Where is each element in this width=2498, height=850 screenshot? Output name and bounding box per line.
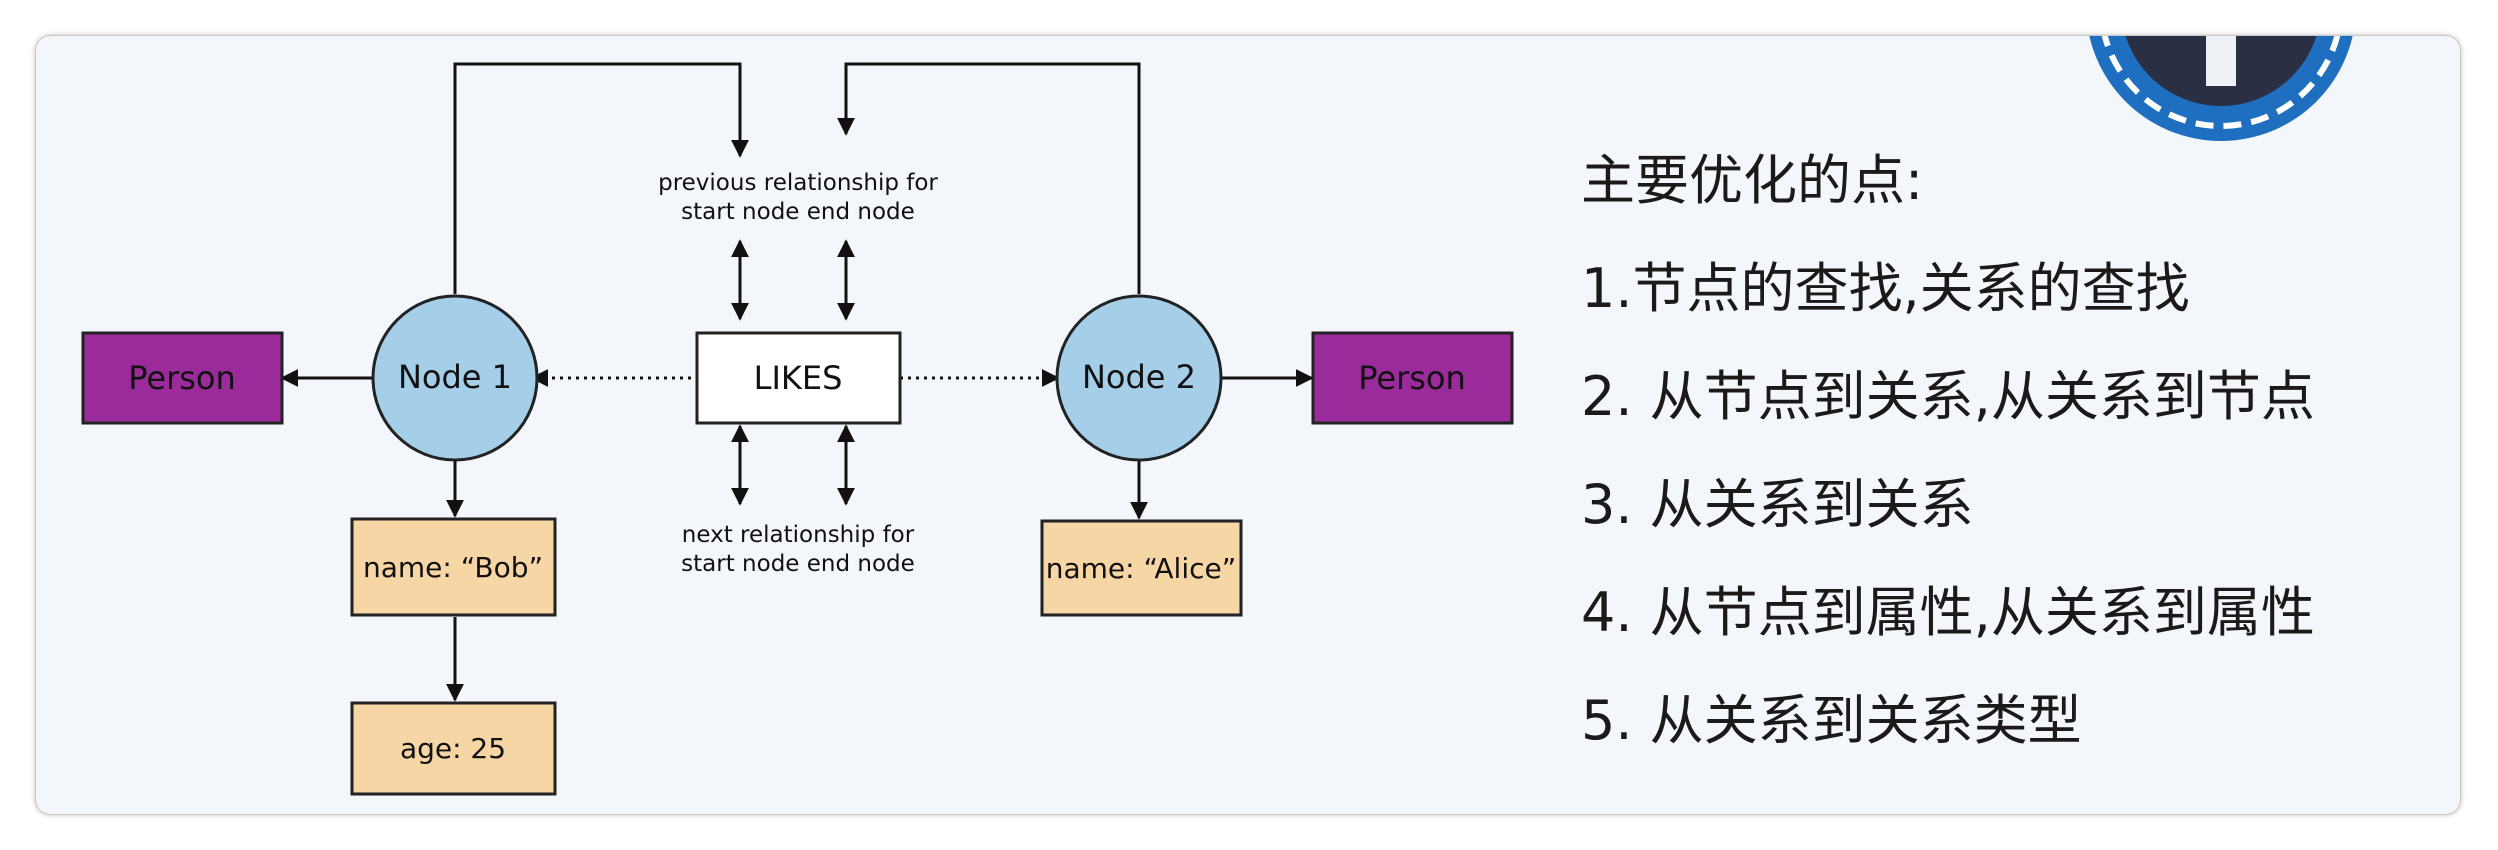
next-note-line2: start node end node [681,551,915,577]
prop-age-label: age: 25 [400,732,506,765]
list-item: 5. 从关系到关系类型 [1581,689,2082,752]
likes-box [695,331,902,425]
prop-alice-label: name: “Alice” [1046,552,1236,585]
prop-age-box [350,701,557,796]
list-item: 2. 从节点到关系,从关系到节点 [1581,365,2315,428]
person-right-label: Person [1358,359,1466,397]
person-left-box [81,331,284,425]
graph-diagram: Node 1 Node 2 LIKES Person Person name: … [81,36,2353,796]
person-right-box [1311,331,1514,425]
prev-loop-line-left [453,62,749,294]
list-item: 4. 从节点到属性,从关系到属性 [1581,581,2315,644]
optimization-panel: 主要优化的点: 1.节点的查找,关系的查找 2. 从节点到关系,从关系到节点 3… [1581,146,2441,794]
prop-alice-box [1040,519,1243,617]
panel-title: 主要优化的点: [1581,149,1924,212]
next-note-line1: next relationship for [682,522,915,548]
prev-loop-line-right [837,62,1141,294]
prev-note-line1: previous relationship for [658,170,938,196]
node1-label: Node 1 [398,358,512,396]
person-left-label: Person [128,359,236,397]
prop-bob-box [350,517,557,617]
node1-circle [371,294,539,462]
slide-frame: Node 1 Node 2 LIKES Person Person name: … [36,36,2460,814]
likes-label: LIKES [754,359,843,397]
prev-note-line2: start node end node [681,199,915,225]
optimization-list: 1.节点的查找,关系的查找 2. 从节点到关系,从关系到节点 3. 从关系到关系… [1581,254,2441,756]
presenter-badge-icon [2089,36,2353,141]
node2-label: Node 2 [1082,358,1196,396]
node2-circle [1055,294,1223,462]
list-item: 1.节点的查找,关系的查找 [1581,257,2190,320]
prop-bob-label: name: “Bob” [363,551,543,584]
list-item: 3. 从关系到关系 [1581,473,1974,536]
